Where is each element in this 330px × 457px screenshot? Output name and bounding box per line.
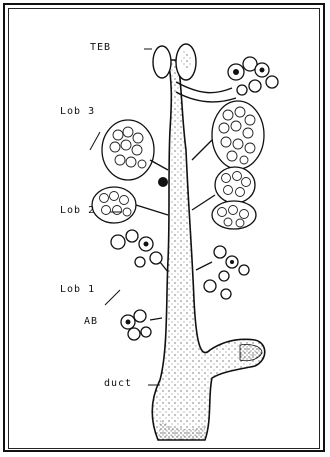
right-side-buds bbox=[196, 246, 249, 299]
label-teb: TEB bbox=[90, 42, 111, 53]
terminal-end-bud bbox=[153, 44, 236, 102]
alveolar-bud-cluster bbox=[121, 310, 162, 340]
upper-right-buds bbox=[228, 57, 278, 95]
label-ab: AB bbox=[84, 316, 98, 327]
lob1-leader bbox=[105, 290, 120, 305]
lobule-1-buds bbox=[111, 230, 168, 272]
label-lob-3: Lob 3 bbox=[60, 106, 95, 117]
label-lob-1: Lob 1 bbox=[60, 284, 95, 295]
label-lob-2: Lob 2 bbox=[60, 205, 95, 216]
label-duct: duct bbox=[104, 378, 132, 389]
lob3-leader bbox=[90, 132, 100, 150]
